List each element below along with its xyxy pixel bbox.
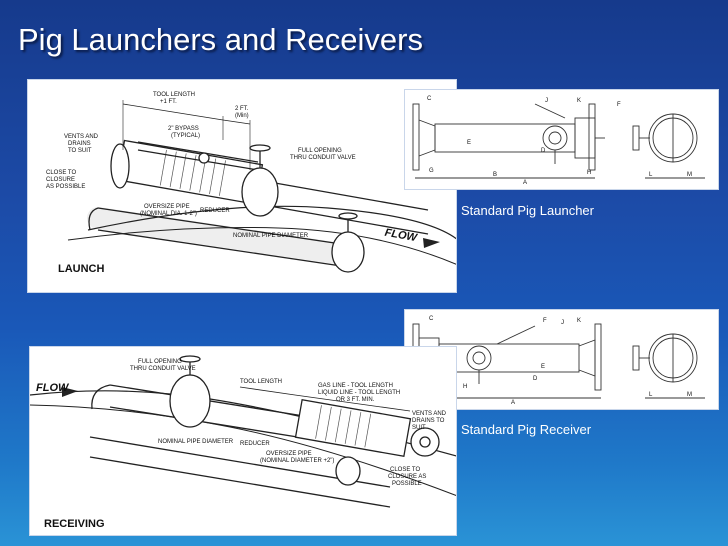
- launcher-letter-f: F: [617, 102, 621, 108]
- launch-closure-label: CLOSURE: [46, 177, 75, 183]
- launch-tool-length-label: TOOL LENGTH: [153, 92, 195, 98]
- launcher-letter-a: A: [523, 180, 527, 186]
- receiver-letter-j: J: [561, 320, 564, 326]
- launch-reducer-label: REDUCER: [200, 208, 230, 214]
- receive-possible-label: POSSIBLE: [392, 481, 422, 487]
- receive-illustration: FLOW FULL OPENING THRU CONDUIT VALVE TOO…: [30, 355, 456, 530]
- receiver-letter-h: H: [463, 384, 467, 390]
- launch-vents-label: VENTS AND: [64, 134, 99, 140]
- receive-gas-line-label: GAS LINE - TOOL LENGTH: [318, 383, 393, 389]
- receive-oversize-label: OVERSIZE PIPE: [266, 451, 312, 457]
- receiver-letter-c: C: [429, 316, 434, 322]
- launch-as-possible-label: AS POSSIBLE: [46, 184, 85, 190]
- launcher-letter-m: M: [687, 172, 692, 178]
- launch-two-ft-min-label: (Min): [235, 113, 249, 119]
- launch-bypass-typical-label: (TYPICAL): [171, 133, 200, 139]
- launcher-technical-drawing: C J K F E D H G B A L M: [412, 96, 705, 186]
- launcher-letter-j: J: [545, 98, 548, 104]
- launch-oversize-label: OVERSIZE PIPE: [144, 204, 190, 210]
- receive-flow-label: FLOW: [36, 382, 70, 394]
- launch-diagram: TOOL LENGTH +1 FT. 2 FT. (Min) 2" BYPASS…: [27, 79, 457, 293]
- launch-vents-suit-label: TO SUIT: [68, 148, 92, 154]
- receive-tool-length-label: TOOL LENGTH: [240, 379, 282, 385]
- launcher-letter-d: D: [541, 148, 546, 154]
- launcher-letter-e: E: [467, 140, 471, 146]
- receive-vents-drains-label: DRAINS TO: [412, 418, 445, 424]
- receive-nominal-label: NOMINAL PIPE DIAMETER: [158, 439, 234, 445]
- receiver-letter-l: L: [649, 392, 653, 398]
- launch-illustration: TOOL LENGTH +1 FT. 2 FT. (Min) 2" BYPASS…: [46, 92, 456, 275]
- receiver-caption: Standard Pig Receiver: [461, 422, 592, 437]
- slide-title: Pig Launchers and Receivers: [18, 22, 423, 57]
- receiver-letter-m: M: [687, 392, 692, 398]
- launcher-letter-k: K: [577, 98, 581, 104]
- launch-two-ft-label: 2 FT.: [235, 106, 249, 112]
- launch-full-opening-label: FULL OPENING: [298, 148, 342, 154]
- launch-bypass-label: 2" BYPASS: [168, 126, 199, 132]
- launcher-drawing: C J K F E D H G B A L M: [404, 89, 719, 190]
- receive-vents-label: VENTS AND: [412, 411, 447, 417]
- launch-flow-label: FLOW: [384, 227, 420, 245]
- receive-diagram: FLOW FULL OPENING THRU CONDUIT VALVE TOO…: [29, 346, 457, 536]
- launcher-letter-b: B: [493, 172, 497, 178]
- receive-close-to-label: CLOSE TO: [390, 467, 420, 473]
- launch-thru-conduit-label: THRU CONDUIT VALVE: [290, 155, 356, 161]
- launcher-letter-l: L: [649, 172, 653, 178]
- receiver-letter-e: E: [541, 364, 545, 370]
- receive-liquid-min-label: OR 3 FT. MIN.: [336, 397, 375, 403]
- launch-section-label: LAUNCH: [58, 263, 104, 275]
- receive-reducer-label: REDUCER: [240, 441, 270, 447]
- receiver-letter-f: F: [543, 318, 547, 324]
- launcher-caption: Standard Pig Launcher: [461, 203, 594, 218]
- launch-nominal-label: NOMINAL PIPE DIAMETER: [233, 233, 309, 239]
- launcher-letter-h: H: [587, 170, 591, 176]
- receive-section-label: RECEIVING: [44, 518, 105, 530]
- launch-vents-drains-label: DRAINS: [68, 141, 91, 147]
- receiver-letter-a: A: [511, 400, 515, 406]
- launch-close-to-label: CLOSE TO: [46, 170, 76, 176]
- receive-vents-suit-label: SUIT: [412, 425, 426, 431]
- receive-full-opening-label: FULL OPENING: [138, 359, 182, 365]
- receiver-letter-d: D: [533, 376, 538, 382]
- launcher-letter-g: G: [429, 168, 434, 174]
- launcher-letter-c: C: [427, 96, 432, 102]
- receive-thru-conduit-label: THRU CONDUIT VALVE: [130, 366, 196, 372]
- receive-oversize-dia-label: (NOMINAL DIAMETER +2"): [260, 458, 334, 464]
- launch-tool-length-plus-label: +1 FT.: [160, 99, 177, 105]
- launch-oversize-dia-label: (NOMINAL DIA. 1-2"): [140, 211, 197, 217]
- receive-closure-label: CLOSURE AS: [388, 474, 426, 480]
- receiver-letter-k: K: [577, 318, 581, 324]
- receive-liquid-line-label: LIQUID LINE - TOOL LENGTH: [318, 390, 400, 396]
